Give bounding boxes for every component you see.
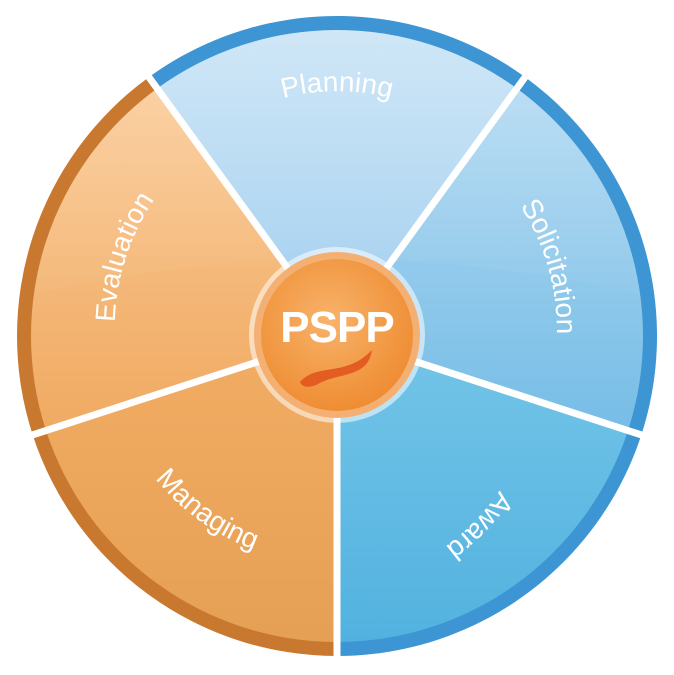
segment-award bbox=[337, 336, 629, 642]
hub-label: PSPP bbox=[280, 303, 393, 352]
gloss-highlight bbox=[33, 29, 641, 294]
segment-managing bbox=[45, 336, 337, 642]
hub-logo: PSPP bbox=[249, 247, 425, 423]
orange-swoosh-icon bbox=[300, 350, 372, 387]
